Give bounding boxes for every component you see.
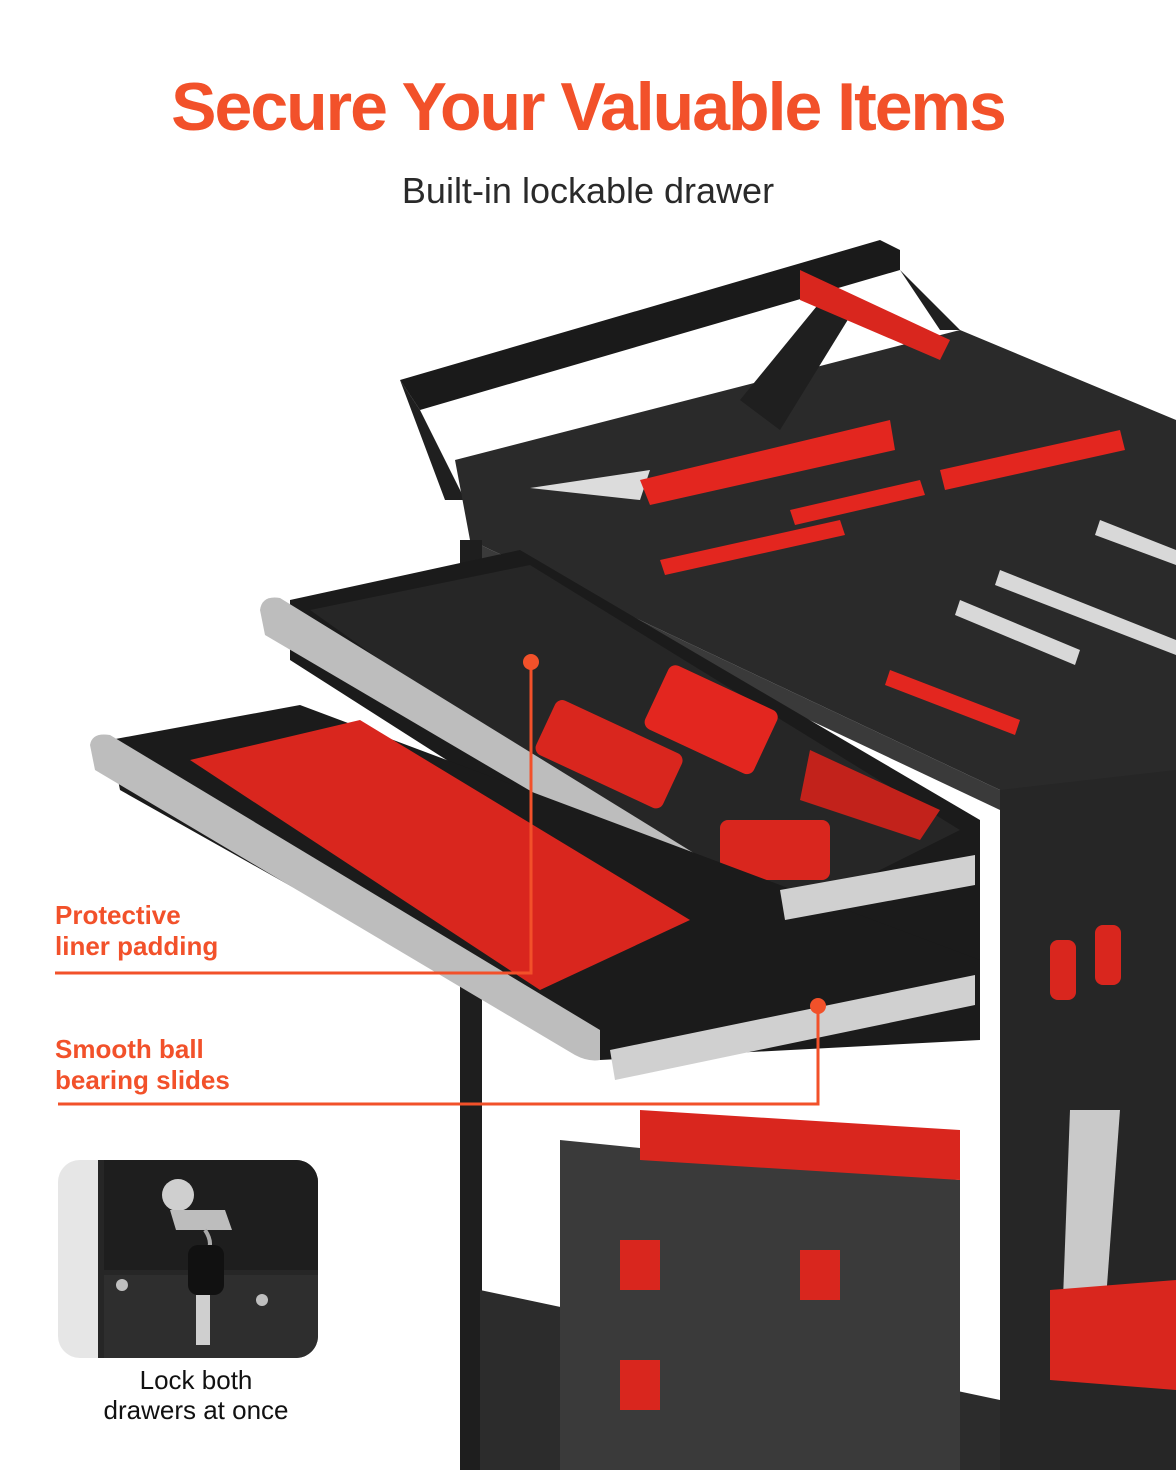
lower-drawer-handle (90, 734, 600, 1061)
page-subtitle: Built-in lockable drawer (401, 170, 775, 211)
cart-handle (400, 240, 900, 410)
callout-ball-bearing: Smooth ball bearing slides (55, 1034, 230, 1096)
upper-slide (780, 855, 975, 920)
lock-caption-line2: drawers at once (103, 1395, 289, 1425)
lock-cylinder-icon (162, 1179, 194, 1211)
callout-liner-padding: Protective liner padding (55, 900, 218, 962)
liner-callout-line (55, 662, 533, 975)
lock-caption-line1: Lock both (139, 1365, 253, 1395)
callout-slides-line2: bearing slides (55, 1065, 230, 1095)
callout-slides-line1: Smooth ball (55, 1034, 204, 1064)
page-title: Secure Your Valuable Items (171, 69, 1007, 145)
callout-liner-line1: Protective (55, 900, 181, 930)
key-icon (188, 1245, 224, 1295)
lower-slide (610, 975, 975, 1080)
lock-caption: Lock both drawers at once (58, 1365, 334, 1425)
cart-top-tray (455, 330, 1176, 800)
callout-liner-line2: liner padding (55, 931, 219, 961)
slide-callout-line (58, 1006, 820, 1106)
liner-padding (190, 720, 690, 990)
